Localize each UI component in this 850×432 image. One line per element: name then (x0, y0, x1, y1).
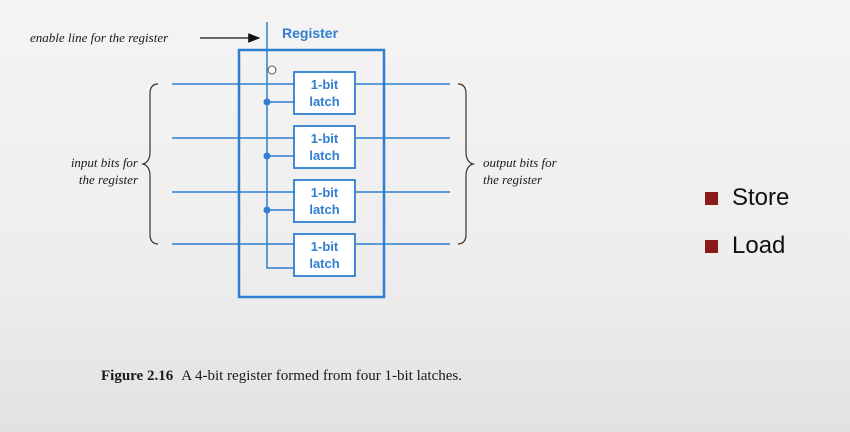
latch-label-line2: latch (309, 202, 339, 217)
latch-label-line1: 1-bit (311, 77, 339, 92)
input-brace (140, 83, 159, 245)
latch-label-line2: latch (309, 256, 339, 271)
latch-label-line2: latch (309, 94, 339, 109)
bullet-list: Store Load (705, 174, 789, 270)
caption-text: A 4-bit register formed from four 1-bit … (181, 368, 462, 384)
figure-number: Figure 2.16 (101, 368, 174, 384)
register-title: Register (282, 25, 339, 41)
latch-box (293, 233, 356, 277)
bullet-item-load: Load (705, 222, 789, 270)
latch-box (293, 125, 356, 169)
junction-dot (263, 98, 271, 106)
latch-label-line1: 1-bit (311, 131, 339, 146)
output-label-line2: the register (483, 172, 543, 187)
register-box (237, 48, 386, 299)
output-brace (457, 83, 476, 245)
latch-row: 1-bit latch (172, 71, 450, 115)
latch-row: 1-bit latch (172, 179, 450, 223)
latch-row: 1-bit latch (172, 125, 450, 169)
figure-caption: Figure 2.16 A 4-bit register formed from … (101, 368, 462, 385)
latch-row: 1-bit latch (172, 233, 450, 277)
bullet-square-icon (705, 239, 718, 253)
junction-dot (263, 152, 271, 160)
bullet-square-icon (705, 191, 718, 205)
latch-label-line1: 1-bit (311, 239, 339, 254)
junction-dot (263, 206, 271, 214)
enable-line-label: enable line for the register (30, 30, 169, 45)
bubble-symbol (267, 65, 277, 75)
input-label-line2: the register (79, 172, 139, 187)
latch-box (293, 71, 356, 115)
bullet-item-store: Store (705, 174, 789, 222)
output-label-line1: output bits for (483, 155, 558, 170)
input-label-line1: input bits for (71, 155, 139, 170)
bullet-label: Load (732, 232, 786, 259)
latch-box (293, 179, 356, 223)
bullet-label: Store (732, 184, 790, 211)
latch-label-line1: 1-bit (311, 185, 339, 200)
latch-label-line2: latch (309, 148, 339, 163)
